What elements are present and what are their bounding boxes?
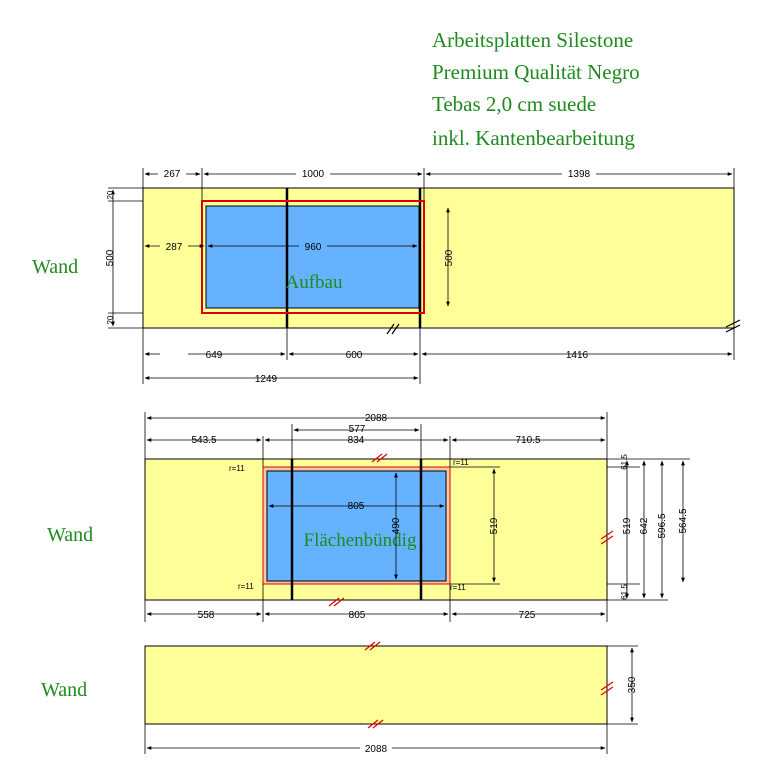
dim-label: 1249: [255, 374, 278, 385]
bottom-panel: Wand 350 2088: [41, 641, 638, 755]
title-line-1: Arbeitsplatten Silestone: [432, 28, 633, 52]
dim-label: 834: [348, 435, 365, 446]
dim-label: 558: [198, 610, 215, 621]
top-panel: Wand Aufbau: [32, 166, 741, 385]
dim-label: 267: [164, 169, 181, 180]
edge-mark: [328, 453, 614, 607]
dim-label: 577: [349, 424, 366, 435]
dim-label: 725: [519, 610, 536, 621]
dim-label: 710.5: [515, 435, 540, 446]
dim-label: 1398: [568, 169, 591, 180]
dim-label: 805: [349, 610, 366, 621]
dimension-lines: [144, 412, 690, 622]
wall-label: Wand: [47, 524, 93, 546]
edge-mark: [364, 641, 614, 729]
worktop-slab: [144, 645, 608, 725]
dim-label: 805: [348, 501, 365, 512]
title-block: Arbeitsplatten Silestone Premium Qualitä…: [432, 28, 640, 150]
radius-label: r=11: [453, 458, 469, 467]
dim-label: 2088: [365, 744, 388, 755]
middle-panel: Wand Flächenbündig: [47, 412, 690, 622]
dim-label: 2088: [365, 413, 388, 424]
dim-label: 1416: [566, 350, 589, 361]
dim-label: 596.5: [657, 513, 668, 538]
cutout-label: Flächenbündig: [304, 530, 417, 551]
dim-label: 1000: [302, 169, 325, 180]
dim-label: 490: [391, 517, 402, 534]
radius-label: r=11: [229, 464, 245, 473]
dim-label: 500: [444, 249, 455, 266]
dim-label: 61.5: [620, 584, 629, 600]
dim-label: 61.5: [620, 454, 629, 470]
dim-label: 543.5: [191, 435, 216, 446]
radius-label: r=11: [450, 583, 466, 592]
cut-outline: [201, 200, 425, 314]
radius-label: r=11: [238, 582, 254, 591]
wall-label: Wand: [41, 679, 87, 701]
title-line-2: Premium Qualität Negro: [432, 60, 640, 84]
dim-label: 519: [622, 517, 633, 534]
wall-label: Wand: [32, 256, 78, 278]
dim-label: 287: [166, 242, 183, 253]
dim-label: 20: [106, 315, 115, 324]
title-line-4: inkl. Kantenbearbeitung: [432, 126, 635, 150]
dim-label: 20: [106, 190, 115, 199]
cutout-label: Aufbau: [286, 272, 343, 293]
dim-label: 642: [639, 517, 650, 534]
edge-mark: [386, 319, 741, 335]
dim-label: 564.5: [678, 508, 689, 533]
dim-label: 960: [305, 242, 322, 253]
title-line-3: Tebas 2,0 cm suede: [432, 92, 596, 116]
dim-label: 649: [206, 350, 223, 361]
dim-label: 500: [105, 249, 116, 266]
dim-label: 519: [489, 517, 500, 534]
dim-label: 600: [346, 350, 363, 361]
dim-label: 350: [627, 676, 638, 693]
cooktop-cutout: [205, 205, 420, 309]
sink-cutout: [266, 470, 447, 582]
